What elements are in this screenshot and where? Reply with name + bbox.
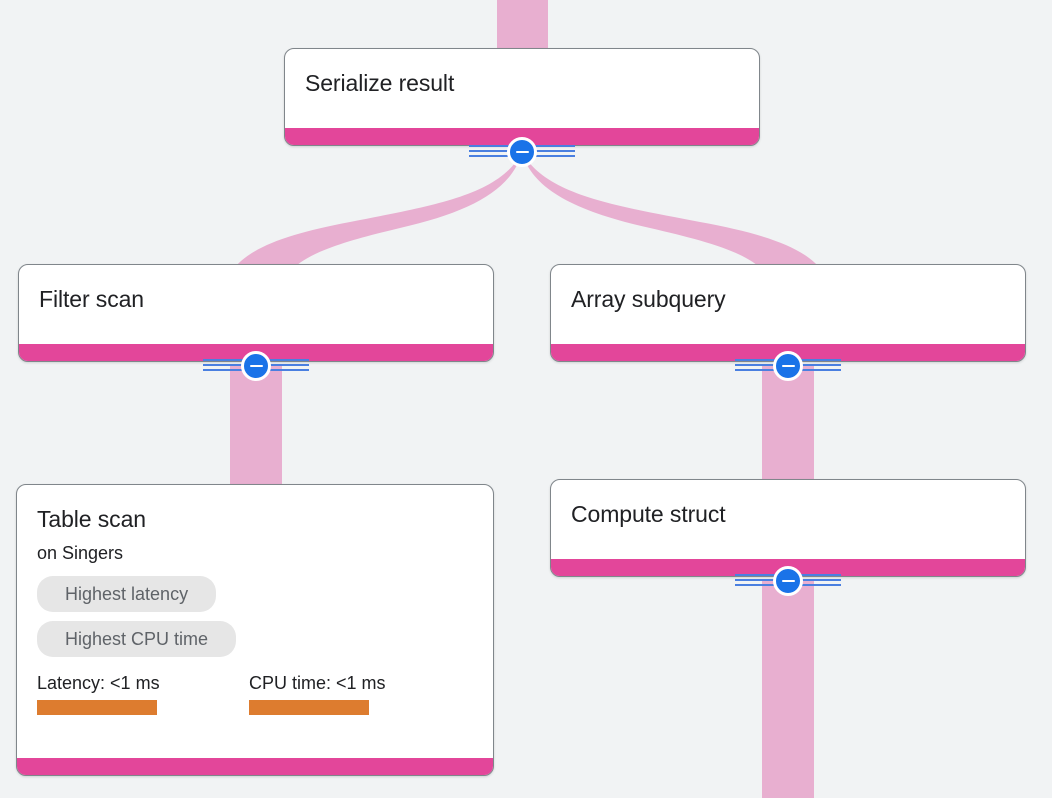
edge-filter-to-tablescan [230, 366, 282, 491]
node-serialize-result[interactable]: Serialize result [284, 48, 760, 146]
metric-latency: Latency: <1 ms [37, 672, 249, 716]
node-array-subquery-title: Array subquery [571, 286, 726, 312]
collapse-toggle-filter-scan[interactable] [203, 351, 309, 381]
node-serialize-result-body: Serialize result [285, 49, 759, 128]
minus-icon[interactable] [241, 351, 271, 381]
edge-incoming-root [497, 0, 548, 50]
edge-serialize-to-filter [231, 152, 522, 272]
node-table-scan-chip-list: Highest latency Highest CPU time [37, 575, 473, 666]
node-array-subquery[interactable]: Array subquery [550, 264, 1026, 362]
chip-row: Highest CPU time [37, 620, 473, 666]
minus-icon[interactable] [773, 351, 803, 381]
node-table-scan-body: Table scan on Singers Highest latency Hi… [17, 485, 493, 758]
metric-cpu-time-bar [249, 700, 369, 716]
node-compute-struct-body: Compute struct [551, 480, 1025, 559]
badge-highest-cpu-time: Highest CPU time [37, 620, 237, 657]
node-array-subquery-body: Array subquery [551, 265, 1025, 344]
metric-latency-bar [37, 700, 157, 716]
node-table-scan-title: Table scan [37, 506, 146, 532]
node-filter-scan-body: Filter scan [19, 265, 493, 344]
collapse-toggle-compute-struct[interactable] [735, 566, 841, 596]
metric-latency-label: Latency: <1 ms [37, 672, 160, 693]
metric-cpu-time: CPU time: <1 ms [249, 672, 461, 716]
node-filter-scan[interactable]: Filter scan [18, 264, 494, 362]
node-table-scan-accent-bar [17, 758, 493, 775]
node-serialize-result-title: Serialize result [305, 70, 455, 96]
chip-row: Highest latency [37, 575, 473, 621]
collapse-toggle-array-subquery[interactable] [735, 351, 841, 381]
collapse-toggle-serialize-result[interactable] [469, 137, 575, 167]
node-table-scan[interactable]: Table scan on Singers Highest latency Hi… [16, 484, 494, 776]
minus-icon[interactable] [507, 137, 537, 167]
metric-cpu-time-label: CPU time: <1 ms [249, 672, 386, 693]
node-table-scan-subtitle: on Singers [37, 542, 124, 563]
node-filter-scan-title: Filter scan [39, 286, 144, 312]
edge-serialize-to-arraysubquery [522, 152, 823, 272]
badge-highest-latency: Highest latency [37, 575, 217, 612]
node-table-scan-metrics: Latency: <1 ms CPU time: <1 ms [37, 672, 473, 716]
node-compute-struct[interactable]: Compute struct [550, 479, 1026, 577]
minus-icon[interactable] [773, 566, 803, 596]
edge-arraysubquery-to-computestruct [762, 366, 814, 491]
edge-computestruct-to-child [762, 581, 814, 798]
node-compute-struct-title: Compute struct [571, 501, 726, 527]
